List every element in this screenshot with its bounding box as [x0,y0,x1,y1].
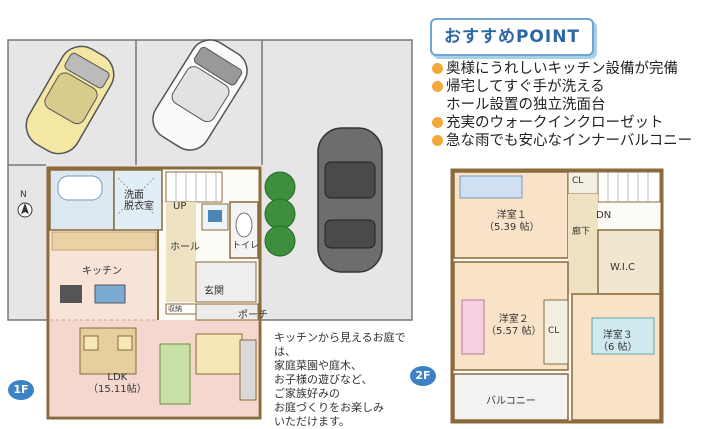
corridor-label: 廊下 [572,227,591,237]
toilet-label: トイレ [232,241,260,251]
floor1-badge: 1F [8,380,34,400]
up-label: UP [173,201,187,212]
closet2-label: CL [548,326,560,336]
garden-note: キッチンから見えるお庭では、 家庭菜園や庭木、 お子様の遊びなど、 ご家族好みの… [274,331,406,428]
balcony-label: バルコニー [486,396,536,407]
point-item: 急な雨でも安心なインナーバルコニー [432,132,726,150]
garden-tree-icon [264,171,296,257]
down-label: DN [596,210,612,221]
point-item-cont: ホール設置の独立洗面台 [446,97,606,113]
ldk-label: LDK （15.11帖） [88,372,147,395]
point-item: 帰宅してすぐ手が洗える [432,78,726,96]
closet1-label: CL [572,176,584,186]
room1-label: 洋室１ （5.39 帖） [484,210,540,233]
car-dark-icon [317,127,383,273]
storage-label: 収納 [168,305,182,313]
entrance-label: 玄関 [204,286,224,297]
bullet-icon [432,135,443,146]
floor1-plan [46,166,262,420]
point-item: 奥様にうれしいキッチン設備が完備 [432,60,726,78]
point-title: おすすめPOINT [430,18,594,56]
car-yellow-icon [25,45,115,155]
bullet-icon [432,63,443,74]
bullet-icon [432,117,443,128]
room3-label: 洋室３ （6 帖） [598,330,638,353]
hall-label: ホール [170,242,200,253]
bullet-icon [432,81,443,92]
floor2-plan [450,168,664,424]
wic-label: W.I.C [610,262,636,273]
car-white-icon [152,39,248,151]
point-list: 奥様にうれしいキッチン設備が完備 帰宅してすぐ手が洗える ホール設置の独立洗面台… [432,60,726,150]
washroom-label: 洗面 脱衣室 [124,190,154,212]
north-arrow-icon [17,202,33,218]
point-item: 充実のウォークインクローゼット [432,114,726,132]
floor2-badge: 2F [410,366,436,386]
kitchen-label: キッチン [82,266,122,277]
north-label: N [20,190,27,200]
room2-label: 洋室２ （5.57 帖） [486,314,542,337]
porch-label: ポーチ [238,310,268,321]
